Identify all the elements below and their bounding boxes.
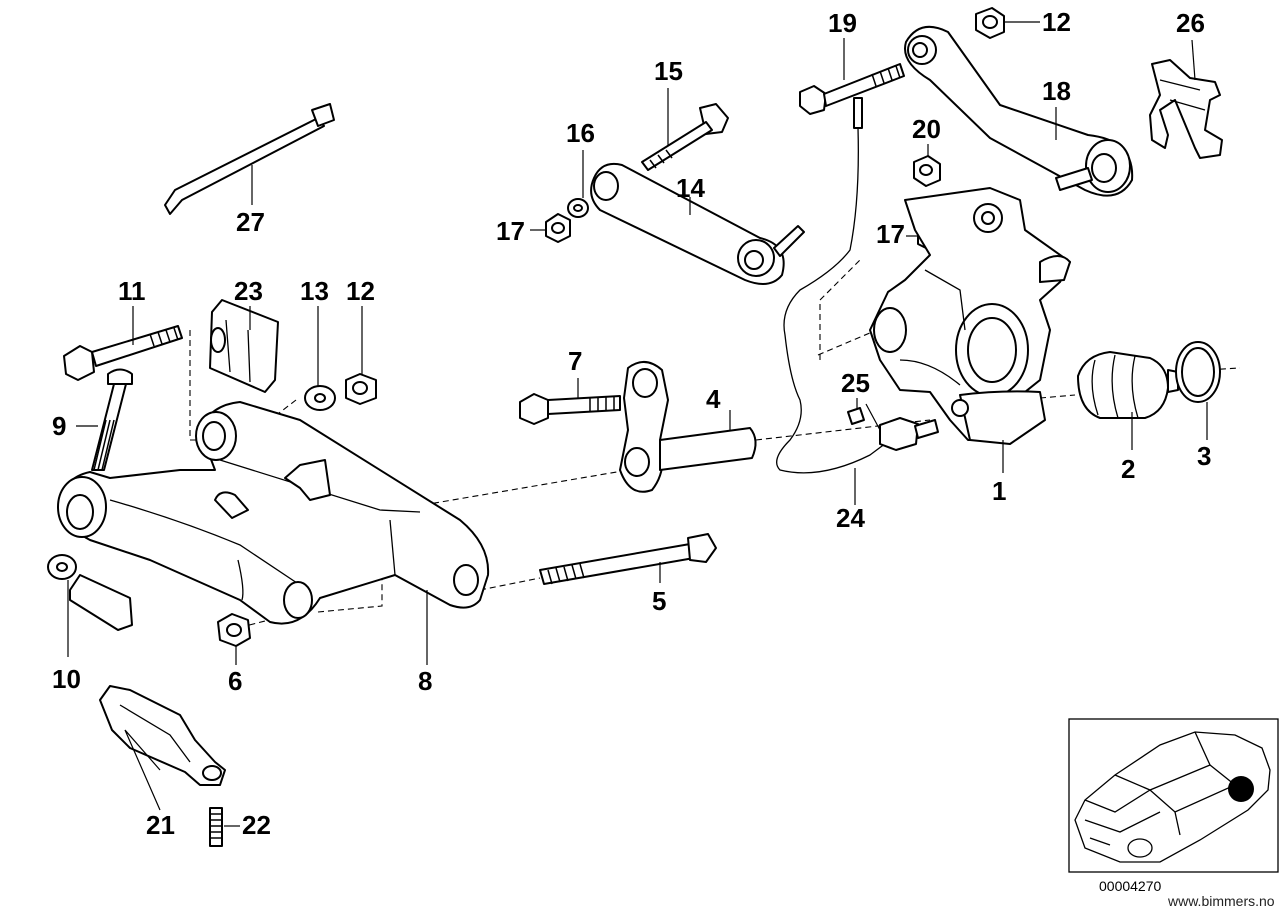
bracket-part-21 (99, 685, 226, 786)
label-part-17-right: 17 (876, 219, 905, 249)
clip-part-26 (1149, 59, 1223, 159)
label-part-3: 3 (1197, 441, 1211, 471)
label-part-15: 15 (654, 56, 683, 86)
washer-part-16 (567, 198, 589, 218)
label-part-17-left: 17 (496, 216, 525, 246)
label-part-18: 18 (1042, 76, 1071, 106)
label-part-24: 24 (836, 503, 865, 533)
watermark: www.bimmers.no (1167, 893, 1275, 909)
control-arm-part-14 (590, 162, 805, 285)
label-part-13: 13 (300, 276, 329, 306)
leader-lines (67, 21, 1208, 827)
bolt-part-7 (519, 393, 621, 425)
bracket-part-10 (47, 554, 133, 631)
nut-part-12 (345, 373, 377, 405)
washer-part-13 (304, 385, 336, 411)
label-part-19: 19 (828, 8, 857, 38)
bolt-part-19 (799, 63, 905, 115)
diagram-code: 00004270 (1099, 878, 1162, 894)
bolt-part-11 (63, 325, 183, 381)
label-part-26: 26 (1176, 8, 1205, 38)
label-part-6: 6 (228, 666, 242, 696)
car-location-inset (1068, 718, 1279, 873)
bolt-part-15 (641, 103, 729, 171)
label-part-11: 11 (118, 276, 146, 306)
bolt-part-9 (91, 368, 133, 471)
link-part-4 (619, 361, 757, 493)
wheel-carrier-part-1 (869, 187, 1071, 445)
label-part-2: 2 (1121, 454, 1135, 484)
location-marker (1228, 776, 1254, 802)
label-part-21: 21 (146, 810, 175, 840)
label-part-16: 16 (566, 118, 595, 148)
nut-part-17a (545, 213, 571, 243)
trailing-arm-part-8 (57, 401, 490, 625)
label-part-22: 22 (242, 810, 271, 840)
label-part-14: 14 (676, 173, 705, 203)
bolt-part-22 (209, 807, 223, 847)
label-part-12-upper: 12 (1042, 7, 1071, 37)
upper-arm-part-18 (904, 25, 1134, 197)
boot-part-2 (1077, 351, 1179, 419)
nut-part-6 (217, 613, 251, 647)
label-part-12-lower: 12 (346, 276, 375, 306)
label-part-25: 25 (841, 368, 870, 398)
car-outline-icon (1074, 731, 1271, 863)
part-labels: 1 2 3 4 5 6 7 8 9 10 11 12 12 13 14 15 1… (52, 7, 1211, 840)
label-part-8: 8 (418, 666, 432, 696)
label-part-5: 5 (652, 586, 666, 616)
circlip-part-3 (1175, 341, 1221, 403)
label-part-9: 9 (52, 411, 66, 441)
nut-part-20 (913, 155, 941, 187)
label-part-20: 20 (912, 114, 941, 144)
bolt-part-5 (539, 533, 717, 585)
label-part-23: 23 (234, 276, 263, 306)
sensor-cable-part-24 (776, 97, 939, 474)
label-part-7: 7 (568, 346, 582, 376)
nut-part-12b (975, 7, 1005, 39)
label-part-1: 1 (992, 476, 1006, 506)
cable-tie-part-27 (164, 103, 335, 215)
label-part-27: 27 (236, 207, 265, 237)
label-part-10: 10 (52, 664, 81, 694)
bracket-part-23 (209, 299, 279, 393)
label-part-4: 4 (706, 384, 721, 414)
screw-part-25 (847, 407, 865, 425)
